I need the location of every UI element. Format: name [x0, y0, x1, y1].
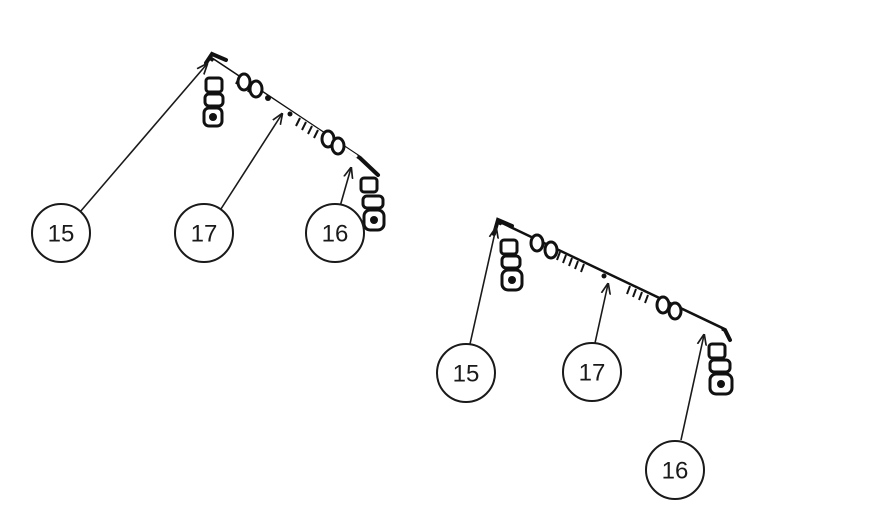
rod-left [204, 51, 380, 177]
svg-text:17: 17 [191, 221, 218, 248]
callout-15-left: 15 [31, 203, 91, 263]
thread-right-b [626, 285, 649, 304]
svg-text:15: 15 [453, 361, 480, 388]
tie-rod-assembly-left: 15 17 16 [31, 51, 386, 263]
svg-text:16: 16 [322, 221, 349, 248]
rod-right [492, 217, 732, 342]
callout-15-right: 15 [436, 343, 496, 403]
callout-17-right: 17 [562, 342, 622, 402]
ball-joint-16-left [359, 176, 386, 232]
thread-right-a [556, 251, 585, 273]
leader-17-right [594, 284, 608, 344]
callout-16-right: 16 [645, 440, 705, 500]
leader-16-left [338, 168, 351, 211]
leader-17-left [218, 114, 282, 213]
ball-joint-15-left [202, 76, 225, 128]
tie-rod-assembly-right: 15 17 16 [436, 217, 734, 500]
ball-joint-16-right [707, 342, 734, 396]
ball-joint-15-right [499, 238, 524, 292]
svg-text:17: 17 [579, 360, 606, 387]
callout-16-left: 16 [305, 203, 365, 263]
callout-17-left: 17 [174, 203, 234, 263]
svg-text:15: 15 [48, 221, 75, 248]
leader-15-left [79, 64, 207, 213]
thread-left-b [295, 117, 319, 139]
svg-text:16: 16 [662, 458, 689, 485]
leader-16-right [680, 335, 704, 441]
leader-15-right [469, 228, 496, 345]
